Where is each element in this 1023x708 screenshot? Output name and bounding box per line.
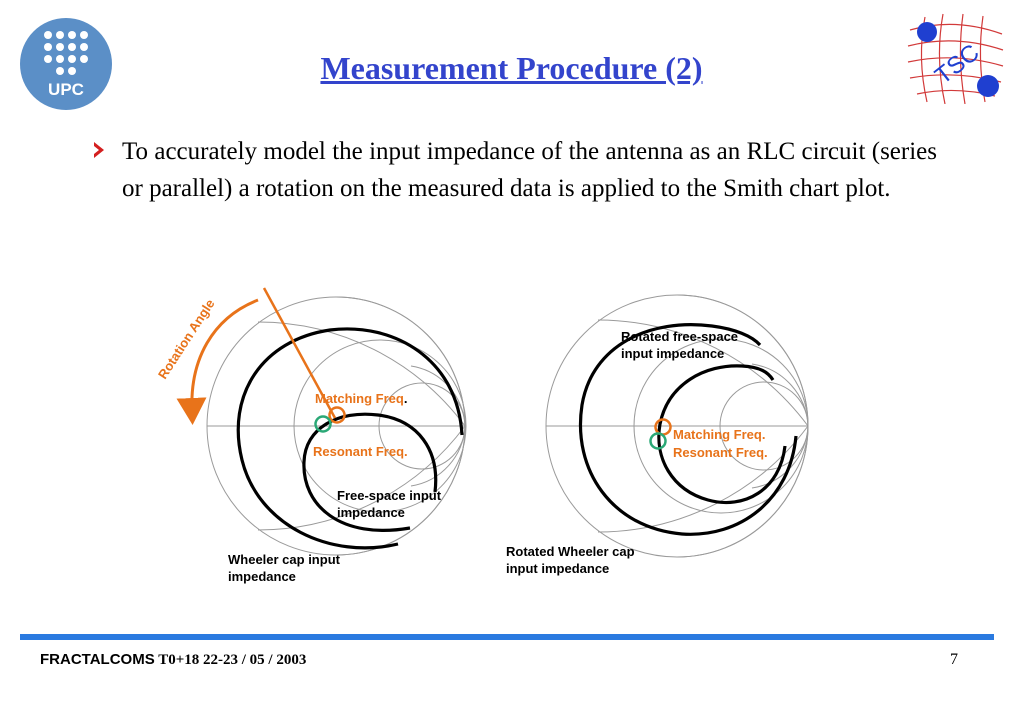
rotation-angle-arrow [176, 298, 259, 425]
page-number: 7 [950, 651, 958, 668]
upc-logo-text: UPC [48, 80, 84, 99]
footer-meeting: T0+18 22-23 / 05 / 2003 [158, 652, 307, 668]
right-matching-freq-label: Matching Freq. [673, 427, 766, 442]
footer-org: FRACTALCOMS [40, 651, 155, 668]
rotation-line [262, 287, 337, 419]
left-matching-freq-label: Matching Freq. [315, 391, 408, 406]
rotated-free-space-label: Rotated free-space input impedance [621, 329, 739, 361]
arrow-bullet-icon [94, 142, 104, 158]
wheeler-cap-curve [236, 327, 464, 550]
footer-info: FRACTALCOMS T0+18 22-23 / 05 / 2003 [40, 651, 306, 669]
right-resonant-marker [649, 432, 667, 450]
left-matching-marker [328, 406, 346, 424]
body-paragraph: To accurately model the input impedance … [122, 138, 937, 202]
left-resonant-marker [314, 415, 332, 433]
tsc-logo: TSC [905, 12, 1005, 105]
wheeler-cap-impedance-label: Wheeler cap input impedance [228, 552, 340, 584]
footer-rule [20, 634, 994, 640]
smith-chart-left [206, 296, 467, 556]
free-space-curve [302, 412, 438, 532]
right-resonant-freq-label: Resonant Freq. [673, 445, 768, 460]
rotated-wheeler-label: Rotated Wheeler cap input impedance [506, 544, 635, 576]
upc-logo-disc [20, 18, 112, 110]
upc-logo: UPC [20, 18, 112, 110]
page-title: Measurement Procedure (2) [320, 50, 703, 86]
right-matching-marker [654, 418, 672, 436]
left-resonant-freq-label: Resonant Freq. [313, 444, 408, 459]
upc-logo-dots [44, 31, 88, 75]
smith-chart-right [545, 294, 809, 558]
rotated-wheeler-curve [579, 323, 798, 536]
free-space-impedance-label: Free-space input impedance [337, 488, 442, 520]
